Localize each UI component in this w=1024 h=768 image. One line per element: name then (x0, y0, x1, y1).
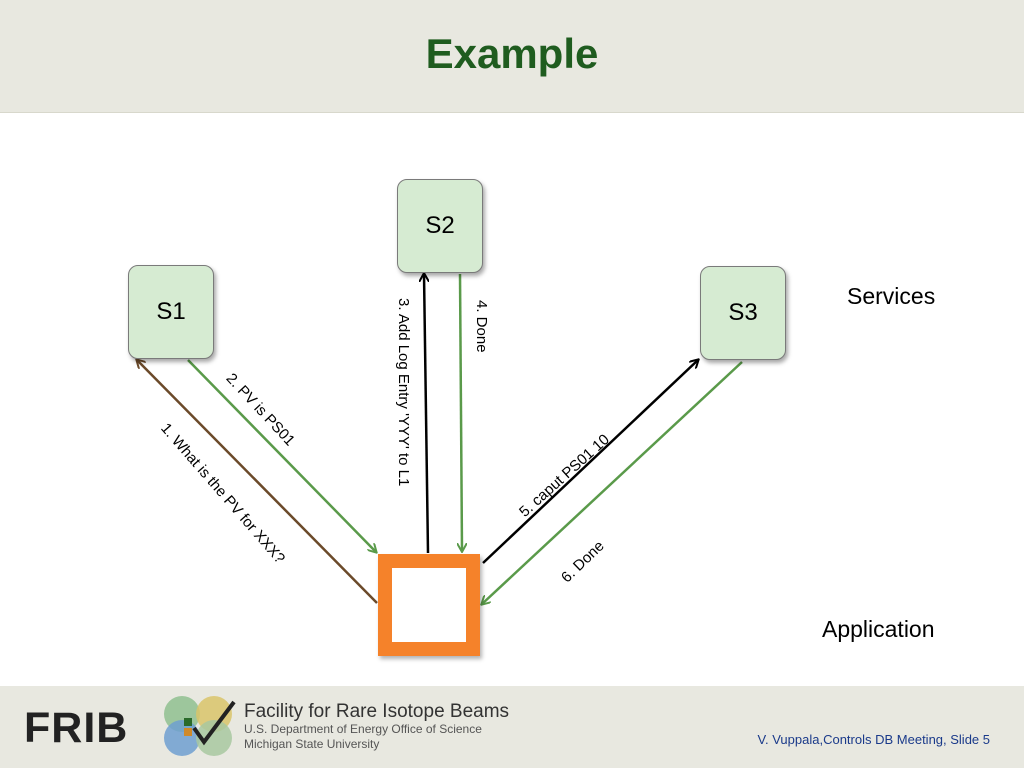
arrow-2-s1-to-app (187, 359, 376, 552)
slide-footer (0, 686, 1024, 768)
org-subtitle-msu: Michigan State University (244, 737, 380, 751)
frib-logo: FRIB (24, 704, 129, 752)
arrow-4-s2-to-app (460, 273, 462, 551)
service-node-s2: S2 (397, 179, 483, 273)
arrow-5-app-to-s3 (482, 360, 698, 564)
slide-title: Example (425, 30, 599, 77)
arrow-1-app-to-s1 (137, 360, 378, 604)
arrow-3-app-to-s2 (424, 274, 430, 554)
message-3: 3. Add Log Entry 'YYY' to L1 (395, 298, 412, 487)
application-label: Application (822, 616, 935, 642)
slide-header (0, 0, 1024, 113)
org-subtitle-doe: U.S. Department of Energy Office of Scie… (244, 722, 482, 736)
message-4: 4. Done (473, 300, 490, 353)
node-label: S2 (425, 212, 455, 239)
frib-emblem-icon (164, 696, 236, 756)
node-label: S1 (156, 298, 186, 325)
arrow-6-s3-to-app (482, 361, 743, 604)
node-label: S3 (728, 299, 758, 326)
service-node-s3: S3 (700, 266, 786, 360)
application-node (378, 554, 480, 656)
slide-credit: V. Vuppala,Controls DB Meeting, Slide 5 (757, 732, 990, 747)
org-name: Facility for Rare Isotope Beams (244, 701, 510, 722)
service-node-s1: S1 (128, 265, 214, 359)
services-label: Services (847, 283, 936, 309)
